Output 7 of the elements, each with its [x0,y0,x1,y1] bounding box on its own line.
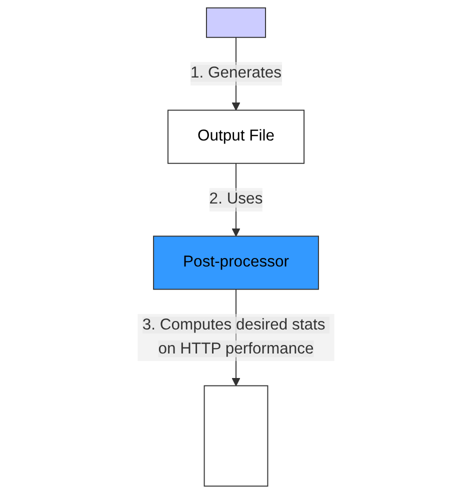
edge-label: 2. Uses [209,190,263,208]
node-box [204,385,268,487]
node-box: Output File [167,110,305,164]
node-box: Post-processor [153,236,319,290]
edge-label: 1. Generates [190,64,282,82]
node-box [206,7,266,38]
edge-label: 3. Computes desired stats on HTTP performance [142,316,326,358]
